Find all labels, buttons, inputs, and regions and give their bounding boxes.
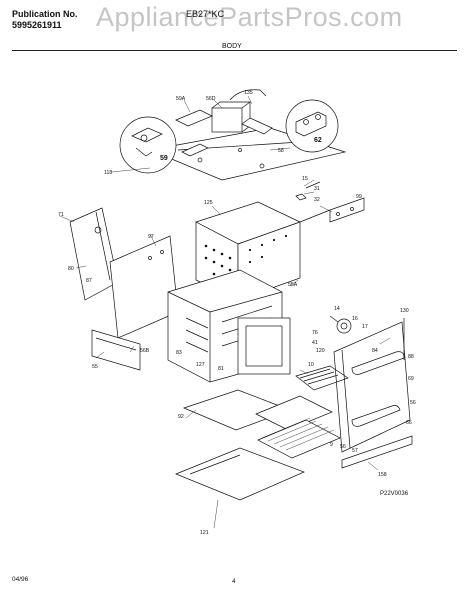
callout-56: 56 [410, 400, 416, 406]
publication-number: 5995261911 [12, 20, 62, 30]
callout-84: 84 [372, 348, 378, 354]
callout-55a: 55A [288, 282, 298, 288]
broil-element [351, 351, 405, 375]
model-number: EB27*KC [186, 9, 225, 19]
callout-135: 135 [244, 90, 253, 96]
thermostat-knob [336, 318, 352, 334]
callout-99: 99 [356, 194, 362, 200]
door-side-frame [333, 321, 411, 453]
broil-pan [295, 365, 349, 391]
callout-17: 17 [362, 324, 368, 330]
publication-block: Publication No. 5995261911 [12, 9, 78, 31]
callout-32: 32 [314, 197, 320, 203]
side-panel-71 [69, 207, 119, 301]
callout-97: 97 [148, 234, 154, 240]
drawer-pan-121 [175, 447, 305, 501]
detail-62 [285, 99, 339, 153]
callout-71: 71 [58, 212, 64, 218]
footer-date: 04/96 [12, 576, 29, 583]
callout-130: 130 [400, 308, 409, 314]
figure-code: P22V0036 [380, 491, 409, 497]
bracket-59a [175, 109, 213, 127]
callout-14: 14 [334, 306, 340, 312]
duct-135 [229, 89, 267, 101]
callout-31: 31 [314, 186, 320, 192]
header-rule [12, 50, 457, 51]
callout-detail-59: 59 [160, 155, 168, 162]
callout-56d: 56D [206, 96, 216, 102]
callout-120: 120 [316, 348, 325, 354]
callout-69: 69 [408, 376, 414, 382]
callout-9: 9 [330, 442, 333, 448]
rear-bracket-99 [329, 197, 365, 223]
callout-76: 76 [312, 330, 318, 336]
callout-56-lower: 56 [340, 444, 346, 450]
callout-15: 15 [302, 176, 308, 182]
callout-detail-62: 62 [314, 137, 322, 144]
callout-80: 80 [68, 266, 74, 272]
callout-92: 92 [178, 414, 184, 420]
door-frame [237, 317, 291, 375]
fan-motor [211, 107, 243, 133]
callout-81: 81 [218, 366, 224, 372]
callout-57: 57 [352, 448, 358, 454]
callout-83: 83 [176, 350, 182, 356]
callout-16: 16 [352, 316, 358, 322]
callout-10: 10 [308, 362, 314, 368]
callout-55: 55 [92, 364, 98, 370]
callout-121: 121 [200, 530, 209, 536]
callout-158: 158 [378, 472, 387, 478]
front-panel-55 [91, 329, 141, 371]
footer-page-number: 4 [232, 578, 236, 585]
callout-87: 87 [86, 278, 92, 284]
callout-58: 58 [278, 148, 284, 154]
wiring-panel [341, 435, 413, 469]
detail-59 [119, 116, 177, 174]
bake-element [351, 405, 401, 427]
callout-127: 127 [196, 362, 205, 368]
callout-125: 125 [204, 200, 213, 206]
callout-59a: 59A [176, 96, 186, 102]
watermark-text: AppliancePartsPros.com [96, 2, 403, 32]
section-title: BODY [222, 43, 242, 50]
callout-118: 118 [104, 170, 112, 176]
callout-56b: 56B [140, 348, 150, 354]
oven-rack-upper [255, 395, 333, 431]
publication-label: Publication No. [12, 9, 78, 19]
callout-66: 66 [406, 420, 412, 426]
callout-41: 41 [312, 340, 318, 346]
callout-88: 88 [408, 354, 414, 360]
